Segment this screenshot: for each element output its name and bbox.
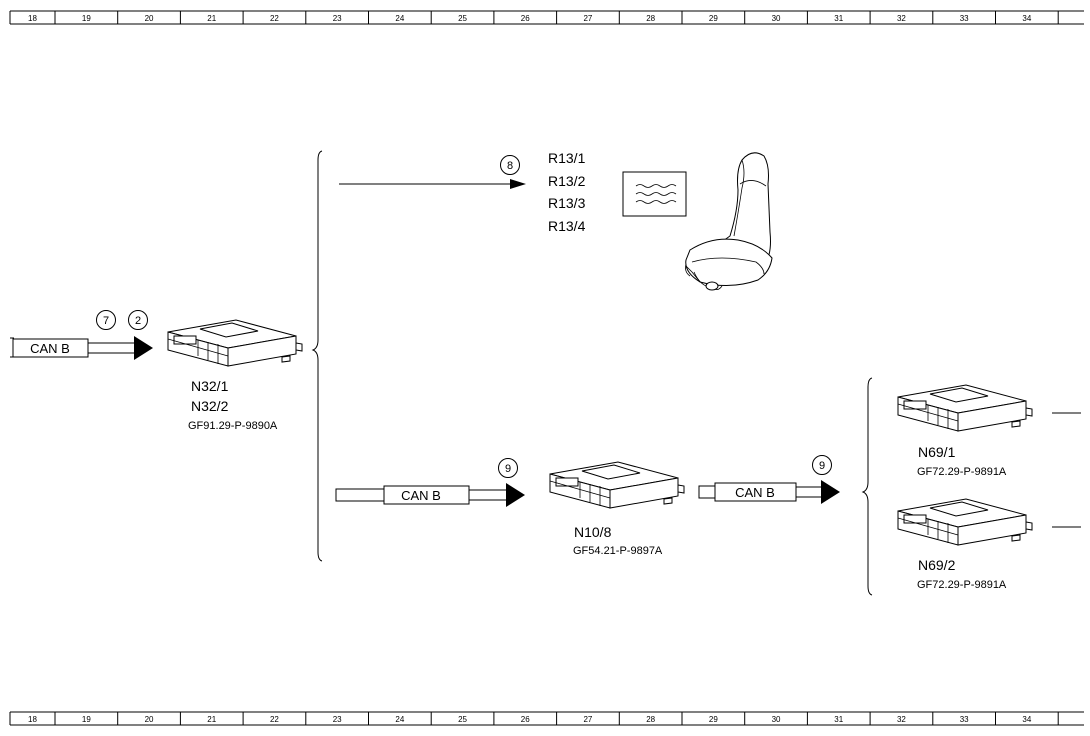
bottom-ruler-label: 21 bbox=[207, 715, 216, 724]
input-arrowhead bbox=[134, 336, 153, 360]
top-ruler-label: 24 bbox=[395, 14, 404, 23]
input-can-label: CAN B bbox=[30, 341, 70, 356]
top-ruler-label: 29 bbox=[709, 14, 718, 23]
input-circle-a bbox=[96, 310, 116, 330]
module-n69-2: N69/2 GF72.29-P-9891A bbox=[897, 498, 1081, 591]
lower-can-label: CAN B bbox=[401, 488, 441, 503]
top-ruler-label: 27 bbox=[583, 14, 592, 23]
lower-can-bus: CAN B 9 bbox=[335, 458, 525, 507]
svg-text:9: 9 bbox=[819, 460, 825, 472]
module-n10-label: N10/8 bbox=[574, 524, 612, 540]
heater-element-icon bbox=[622, 171, 687, 217]
lower-branch-circle bbox=[498, 458, 518, 478]
module-n69-1-label: N69/1 bbox=[918, 444, 956, 460]
heater-label-r13-1: R13/1 bbox=[548, 150, 586, 166]
top-ruler: 18 19 20 21 22 23 24 25 26 27 28 29 30 31 32 33 34 bbox=[9, 10, 1084, 25]
output-circle bbox=[812, 455, 832, 475]
module-n10: N10/8 GF54.21-P-9897A bbox=[549, 461, 685, 557]
top-ruler-label: 19 bbox=[82, 14, 91, 23]
top-ruler-label: 34 bbox=[1022, 14, 1031, 23]
seat-icon bbox=[685, 152, 773, 291]
module-n32-label1: N32/1 bbox=[191, 378, 229, 394]
module-n69-1-ref: GF72.29-P-9891A bbox=[917, 466, 1007, 478]
heater-label-r13-2: R13/2 bbox=[548, 173, 586, 189]
bottom-ruler-label: 19 bbox=[82, 715, 91, 724]
top-ruler-label: 30 bbox=[772, 14, 781, 23]
bottom-ruler-label: 31 bbox=[834, 715, 843, 724]
top-ruler-label: 28 bbox=[646, 14, 655, 23]
bottom-ruler-label: 32 bbox=[897, 715, 906, 724]
bottom-ruler-label: 24 bbox=[395, 715, 404, 724]
svg-text:8: 8 bbox=[507, 160, 513, 172]
bottom-ruler-label: 20 bbox=[145, 715, 154, 724]
bottom-ruler: 18 19 20 21 22 23 24 25 26 27 28 29 30 31 32 33 34 bbox=[9, 711, 1084, 726]
input-can-bus: CAN B 7 2 bbox=[10, 310, 153, 360]
module-n32: N32/1 N32/2 GF91.29-P-9890A bbox=[167, 319, 303, 432]
top-ruler-label: 33 bbox=[960, 14, 969, 23]
module-n32-label2: N32/2 bbox=[191, 398, 229, 414]
bottom-ruler-label: 22 bbox=[270, 715, 279, 724]
top-ruler-label: 18 bbox=[28, 14, 37, 23]
bottom-ruler-label: 23 bbox=[333, 715, 342, 724]
heater-label-r13-3: R13/3 bbox=[548, 195, 586, 211]
left-branch-brace bbox=[311, 150, 323, 562]
bottom-ruler-label: 28 bbox=[646, 715, 655, 724]
bottom-ruler-label: 25 bbox=[458, 715, 467, 724]
top-ruler-label: 21 bbox=[207, 14, 216, 23]
heater-branch-circle bbox=[500, 155, 520, 175]
right-branch-brace bbox=[861, 377, 873, 596]
top-ruler-label: 26 bbox=[521, 14, 530, 23]
output-can-bus: CAN B 9 bbox=[698, 455, 840, 504]
bottom-ruler-label: 29 bbox=[709, 715, 718, 724]
bottom-ruler-label: 30 bbox=[772, 715, 781, 724]
top-ruler-label: 20 bbox=[145, 14, 154, 23]
top-ruler-label: 23 bbox=[333, 14, 342, 23]
top-ruler-label: 31 bbox=[834, 14, 843, 23]
svg-text:9: 9 bbox=[505, 463, 511, 475]
top-ruler-label: 25 bbox=[458, 14, 467, 23]
top-ruler-label: 32 bbox=[897, 14, 906, 23]
lower-can-box bbox=[383, 485, 470, 505]
bottom-ruler-label: 33 bbox=[960, 715, 969, 724]
module-n32-ref: GF91.29-P-9890A bbox=[188, 420, 278, 432]
svg-text:2: 2 bbox=[135, 315, 141, 327]
module-n69-2-label: N69/2 bbox=[918, 557, 956, 573]
output-can-label: CAN B bbox=[735, 485, 775, 500]
bottom-ruler-label: 18 bbox=[28, 715, 37, 724]
input-can-box bbox=[12, 338, 89, 358]
bottom-ruler-label: 26 bbox=[521, 715, 530, 724]
module-n69-2-ref: GF72.29-P-9891A bbox=[917, 579, 1007, 591]
bottom-ruler-label: 34 bbox=[1022, 715, 1031, 724]
top-ruler-label: 22 bbox=[270, 14, 279, 23]
module-n10-ref: GF54.21-P-9897A bbox=[573, 545, 663, 557]
output-can-box bbox=[714, 482, 797, 502]
input-circle-b bbox=[128, 310, 148, 330]
bottom-ruler-label: 27 bbox=[583, 715, 592, 724]
heater-label-r13-4: R13/4 bbox=[548, 218, 586, 234]
heater-branch: 8 R13/1 R13/2 R13/3 R13/4 bbox=[339, 150, 586, 234]
svg-text:7: 7 bbox=[103, 315, 109, 327]
module-n69-1: N69/1 GF72.29-P-9891A bbox=[897, 384, 1081, 478]
